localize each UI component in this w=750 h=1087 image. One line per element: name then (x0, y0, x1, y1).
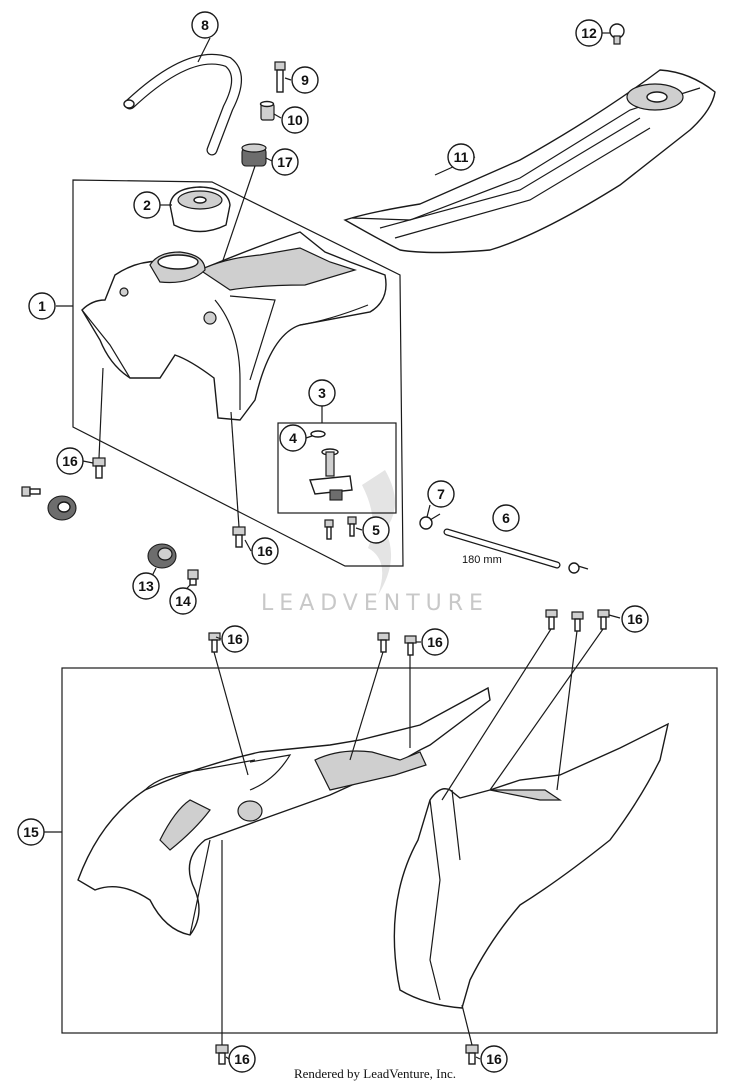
hose-length-label: 180 mm (462, 554, 502, 566)
rubber-bushing-17 (241, 143, 267, 167)
bolt-16-a (92, 367, 106, 479)
seat-fastener-12 (609, 23, 625, 45)
bolt-16-d (349, 632, 390, 761)
callout-10: 10 (281, 106, 309, 134)
footer-credit: Rendered by LeadVenture, Inc. (293, 1066, 457, 1081)
callout-1: 1 (28, 292, 56, 320)
seat (343, 69, 716, 254)
callout-16-g: 16 (480, 1045, 508, 1073)
callout-16-f: 16 (228, 1045, 256, 1073)
fuel-hose-6 (443, 528, 589, 574)
svg-text:3: 3 (318, 385, 326, 401)
fuel-tank-breather-hose (123, 53, 242, 156)
callout-13: 13 (132, 572, 160, 600)
callout-8: 8 (191, 11, 219, 39)
svg-text:17: 17 (277, 154, 293, 170)
watermark: LEADVENTURE (261, 470, 489, 616)
screw-14 (187, 569, 199, 586)
fuel-tank-group-box (72, 179, 404, 567)
svg-text:16: 16 (627, 611, 643, 627)
petcock-group-box (277, 422, 397, 514)
spoiler-group-box (61, 667, 718, 1034)
rubber-damper-13 (147, 543, 177, 569)
svg-text:11: 11 (454, 149, 469, 165)
svg-text:15: 15 (23, 824, 39, 840)
callout-6: 6 (492, 504, 520, 532)
callout-15: 15 (17, 818, 45, 846)
svg-text:16: 16 (234, 1051, 250, 1067)
bolt-16-b (230, 411, 246, 548)
svg-text:4: 4 (289, 430, 297, 446)
callout-11: 11 (447, 143, 475, 171)
svg-text:16: 16 (486, 1051, 502, 1067)
hose-clamp-7 (419, 513, 441, 530)
spoiler-left (77, 686, 491, 936)
spacer-10 (259, 100, 275, 121)
callout-16-b: 16 (251, 537, 279, 565)
svg-text:16: 16 (227, 631, 243, 647)
svg-text:10: 10 (287, 112, 303, 128)
bolt-16-e (404, 635, 417, 748)
bolt-grommet-left (21, 486, 77, 521)
svg-text:12: 12 (581, 25, 597, 41)
callout-16-d: 16 (421, 628, 449, 656)
callout-2: 2 (133, 191, 161, 219)
callout-16-e: 16 (621, 605, 649, 633)
fuel-cap (169, 186, 231, 233)
bolt-9 (274, 61, 286, 93)
callout-3: 3 (308, 379, 336, 407)
callout-12: 12 (575, 19, 603, 47)
o-ring-4 (310, 430, 326, 438)
svg-text:2: 2 (143, 197, 151, 213)
svg-text:7: 7 (437, 486, 445, 502)
svg-text:5: 5 (372, 522, 380, 538)
bolt-16-i (215, 840, 229, 1065)
svg-text:8: 8 (201, 17, 209, 33)
fuel-tank (81, 231, 387, 421)
bolt-16-c (208, 632, 249, 776)
svg-text:16: 16 (427, 634, 443, 650)
svg-text:16: 16 (62, 453, 78, 469)
bolt-16-j (461, 1004, 479, 1065)
watermark-text: LEADVENTURE (261, 591, 489, 616)
svg-text:6: 6 (502, 510, 510, 526)
bolt-16-f (441, 609, 558, 801)
callout-7: 7 (427, 480, 455, 508)
bolt-16-g (556, 611, 584, 791)
svg-text:1: 1 (38, 298, 46, 314)
callout-5: 5 (362, 516, 390, 544)
screws-5 (324, 516, 357, 540)
callout-4: 4 (279, 424, 307, 452)
spoiler-right (393, 722, 670, 1009)
callout-14: 14 (169, 587, 197, 615)
svg-text:14: 14 (175, 593, 191, 609)
svg-text:13: 13 (138, 578, 154, 594)
fuel-tap (309, 448, 353, 501)
callout-16-a: 16 (56, 447, 84, 475)
callout-16-c: 16 (221, 625, 249, 653)
callout-9: 9 (291, 66, 319, 94)
svg-text:9: 9 (301, 72, 309, 88)
bolt-16-h (489, 609, 610, 791)
callout-17: 17 (271, 148, 299, 176)
svg-text:16: 16 (257, 543, 273, 559)
